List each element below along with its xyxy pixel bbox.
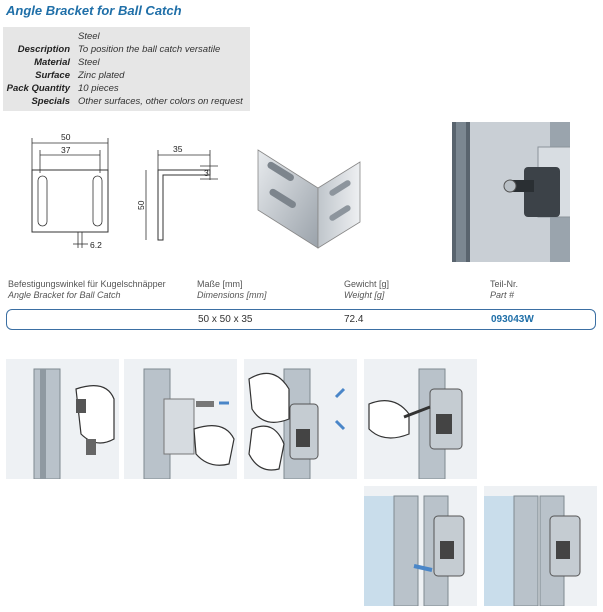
front-view-drawing: 50 37 6.2	[31, 132, 109, 250]
spec-value: Other surfaces, other colors on request	[78, 96, 243, 107]
spec-value: 10 pieces	[78, 83, 119, 94]
spec-value: Steel	[78, 31, 100, 42]
step-1-image	[6, 359, 119, 479]
header-name: Befestigungswinkel für Kugelschnäpper An…	[8, 279, 166, 300]
step-4-image	[364, 359, 477, 479]
spec-table: Steel Description To position the ball c…	[3, 27, 250, 111]
spec-value: Steel	[78, 57, 100, 68]
row-dimensions: 50 x 50 x 35	[198, 314, 253, 325]
spec-key: Material	[34, 57, 70, 68]
step-5-image	[364, 486, 477, 606]
spec-key: Description	[17, 44, 70, 55]
bracket-3d-image	[257, 149, 361, 249]
header-weight: Gewicht [g] Weight [g]	[344, 279, 390, 300]
spec-key: Pack Quantity	[6, 83, 70, 94]
step-2-image	[124, 359, 237, 479]
header-part: Teil-Nr. Part #	[490, 279, 519, 300]
assembled-photo	[452, 122, 570, 262]
header-dimensions: Maße [mm] Dimensions [mm]	[197, 279, 267, 300]
spec-key: Surface	[35, 70, 70, 81]
step-3-image	[244, 359, 357, 479]
spec-value: To position the ball catch versatile	[78, 44, 221, 55]
product-title: Angle Bracket for Ball Catch	[6, 3, 182, 18]
dim-side-top: 35	[173, 144, 183, 154]
spec-value: Zinc plated	[78, 70, 125, 81]
row-weight: 72.4	[344, 314, 364, 325]
dim-width-outer: 50	[61, 132, 71, 142]
side-view-drawing: 35 3 50	[136, 144, 218, 241]
step-6-image	[484, 486, 597, 606]
dim-side-height: 50	[136, 200, 146, 210]
spec-key: Specials	[31, 96, 70, 107]
dim-width-inner: 37	[61, 145, 71, 155]
row-part-number[interactable]: 093043W	[491, 314, 534, 325]
dim-side-thickness: 3	[204, 168, 209, 178]
table-row[interactable]: 50 x 50 x 35 72.4 093043W	[6, 309, 596, 330]
dim-slot-bottom: 6.2	[90, 240, 102, 250]
